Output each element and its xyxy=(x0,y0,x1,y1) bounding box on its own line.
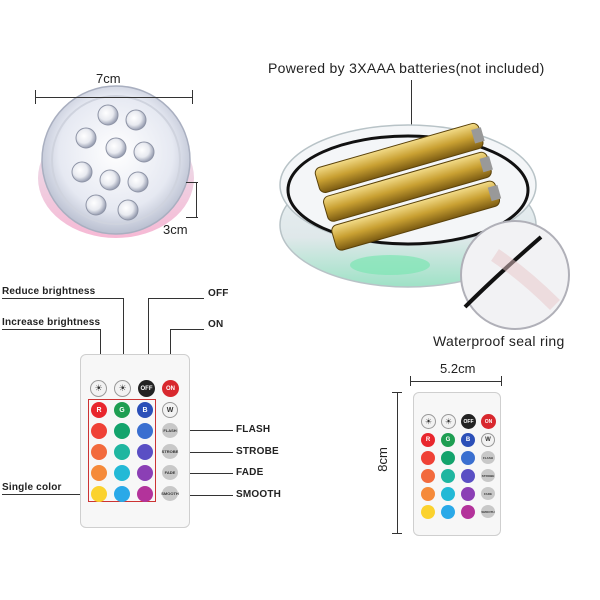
small-color-button-r2-c1[interactable] xyxy=(421,469,435,483)
callout-flash: FLASH xyxy=(236,424,271,435)
annotated-color-button-r3-c3[interactable] xyxy=(137,465,153,481)
annotated-color-grid xyxy=(91,423,161,503)
small-strobe-button[interactable]: STROBE xyxy=(481,469,495,482)
leader-on-h xyxy=(170,329,204,330)
off-button[interactable]: OFF xyxy=(138,380,155,397)
remote-width-tick-right xyxy=(501,376,502,386)
diameter-label: 7cm xyxy=(96,71,121,86)
callout-increase-brightness: Increase brightness xyxy=(2,317,101,328)
height-dimension-line xyxy=(196,182,197,218)
leader-strobe xyxy=(178,452,233,453)
led-light-product xyxy=(30,60,220,250)
callout-on: ON xyxy=(208,319,224,330)
leader-on-v xyxy=(170,329,171,378)
led-light-illustration xyxy=(38,85,194,238)
small-color-button-r4-c3[interactable] xyxy=(461,505,475,519)
annotated-color-button-r1-c3[interactable] xyxy=(137,423,153,439)
annotated-color-button-r3-c1[interactable] xyxy=(91,465,107,481)
annotated-color-button-r3-c2[interactable] xyxy=(114,465,130,481)
small-flash-button[interactable]: FLASH xyxy=(481,451,495,464)
annotated-color-button-r4-c2[interactable] xyxy=(114,486,130,502)
annotated-color-button-r4-c1[interactable] xyxy=(91,486,107,502)
remote-width-tick-left xyxy=(410,376,411,386)
strobe-button[interactable]: STROBE xyxy=(162,444,178,459)
small-color-button-r4-c2[interactable] xyxy=(441,505,455,519)
diameter-dimension-line xyxy=(35,97,193,98)
remote-width-line xyxy=(410,381,502,382)
small-color-button-r1-c3[interactable] xyxy=(461,451,475,465)
flash-button[interactable]: FLASH xyxy=(162,423,178,438)
leader-reduce-v xyxy=(123,298,124,378)
annotated-color-button-r2-c1[interactable] xyxy=(91,444,107,460)
red-button[interactable]: R xyxy=(91,402,107,418)
remote-height-tick-top xyxy=(392,392,402,393)
leader-single-color xyxy=(2,494,88,495)
leader-increase-v xyxy=(100,329,101,378)
increase-brightness-button[interactable]: ☀ xyxy=(114,380,131,397)
on-button[interactable]: ON xyxy=(162,380,179,397)
annotated-color-button-r1-c1[interactable] xyxy=(91,423,107,439)
white-button[interactable]: W xyxy=(162,402,178,418)
small-color-button-r3-c2[interactable] xyxy=(441,487,455,501)
annotated-color-button-r2-c3[interactable] xyxy=(137,444,153,460)
remote-height-tick-bottom xyxy=(392,533,402,534)
small-color-button-r3-c3[interactable] xyxy=(461,487,475,501)
battery-compartment-illustration xyxy=(279,122,537,288)
remote-height-line xyxy=(397,392,398,534)
small-white-button[interactable]: W xyxy=(481,433,495,447)
diameter-tick-right xyxy=(192,90,193,104)
small-color-button-r3-c1[interactable] xyxy=(421,487,435,501)
leader-reduce-h xyxy=(2,298,124,299)
height-label: 3cm xyxy=(163,222,188,237)
leader-flash xyxy=(178,430,233,431)
small-reduce-brightness-button[interactable]: ☀ xyxy=(421,414,436,429)
seal-note: Waterproof seal ring xyxy=(433,333,565,349)
small-color-button-r1-c2[interactable] xyxy=(441,451,455,465)
leader-increase-h xyxy=(2,329,100,330)
reduce-brightness-button[interactable]: ☀ xyxy=(90,380,107,397)
small-red-button[interactable]: R xyxy=(421,433,435,447)
callout-reduce-brightness: Reduce brightness xyxy=(2,286,96,297)
small-color-button-r2-c3[interactable] xyxy=(461,469,475,483)
remote-width-label: 5.2cm xyxy=(440,361,476,376)
annotated-color-button-r4-c3[interactable] xyxy=(137,486,153,502)
leader-off-h xyxy=(148,298,204,299)
small-color-grid xyxy=(421,451,481,519)
small-blue-button[interactable]: B xyxy=(461,433,475,447)
small-color-button-r1-c1[interactable] xyxy=(421,451,435,465)
blue-button[interactable]: B xyxy=(137,402,153,418)
small-green-button[interactable]: G xyxy=(441,433,455,447)
smooth-button[interactable]: SMOOTH xyxy=(161,486,179,501)
leader-off-v xyxy=(148,298,149,378)
annotated-color-button-r2-c2[interactable] xyxy=(114,444,130,460)
battery-note: Powered by 3XAAA batteries(not included) xyxy=(268,60,545,76)
small-off-button[interactable]: OFF xyxy=(461,414,476,429)
battery-pointer-line xyxy=(411,80,412,152)
small-color-button-r4-c1[interactable] xyxy=(421,505,435,519)
fade-button[interactable]: FADE xyxy=(162,465,178,480)
callout-fade: FADE xyxy=(236,467,264,478)
leader-smooth xyxy=(178,495,233,496)
small-color-button-r2-c2[interactable] xyxy=(441,469,455,483)
green-button[interactable]: G xyxy=(114,402,130,418)
small-smooth-button[interactable]: SMOOTH xyxy=(481,505,495,518)
callout-off: OFF xyxy=(208,288,229,299)
small-increase-brightness-button[interactable]: ☀ xyxy=(441,414,456,429)
height-tick-top xyxy=(186,182,198,183)
height-tick-bottom xyxy=(186,217,198,218)
annotated-color-button-r1-c2[interactable] xyxy=(114,423,130,439)
callout-smooth: SMOOTH xyxy=(236,489,282,500)
remote-height-label: 8cm xyxy=(374,447,390,472)
seal-ring-magnifier xyxy=(460,220,570,330)
small-fade-button[interactable]: FADE xyxy=(481,487,495,500)
callout-strobe: STROBE xyxy=(236,446,279,457)
diameter-tick-left xyxy=(35,90,36,104)
leader-fade xyxy=(178,473,233,474)
callout-single-color: Single color xyxy=(2,482,62,493)
small-on-button[interactable]: ON xyxy=(481,414,496,429)
